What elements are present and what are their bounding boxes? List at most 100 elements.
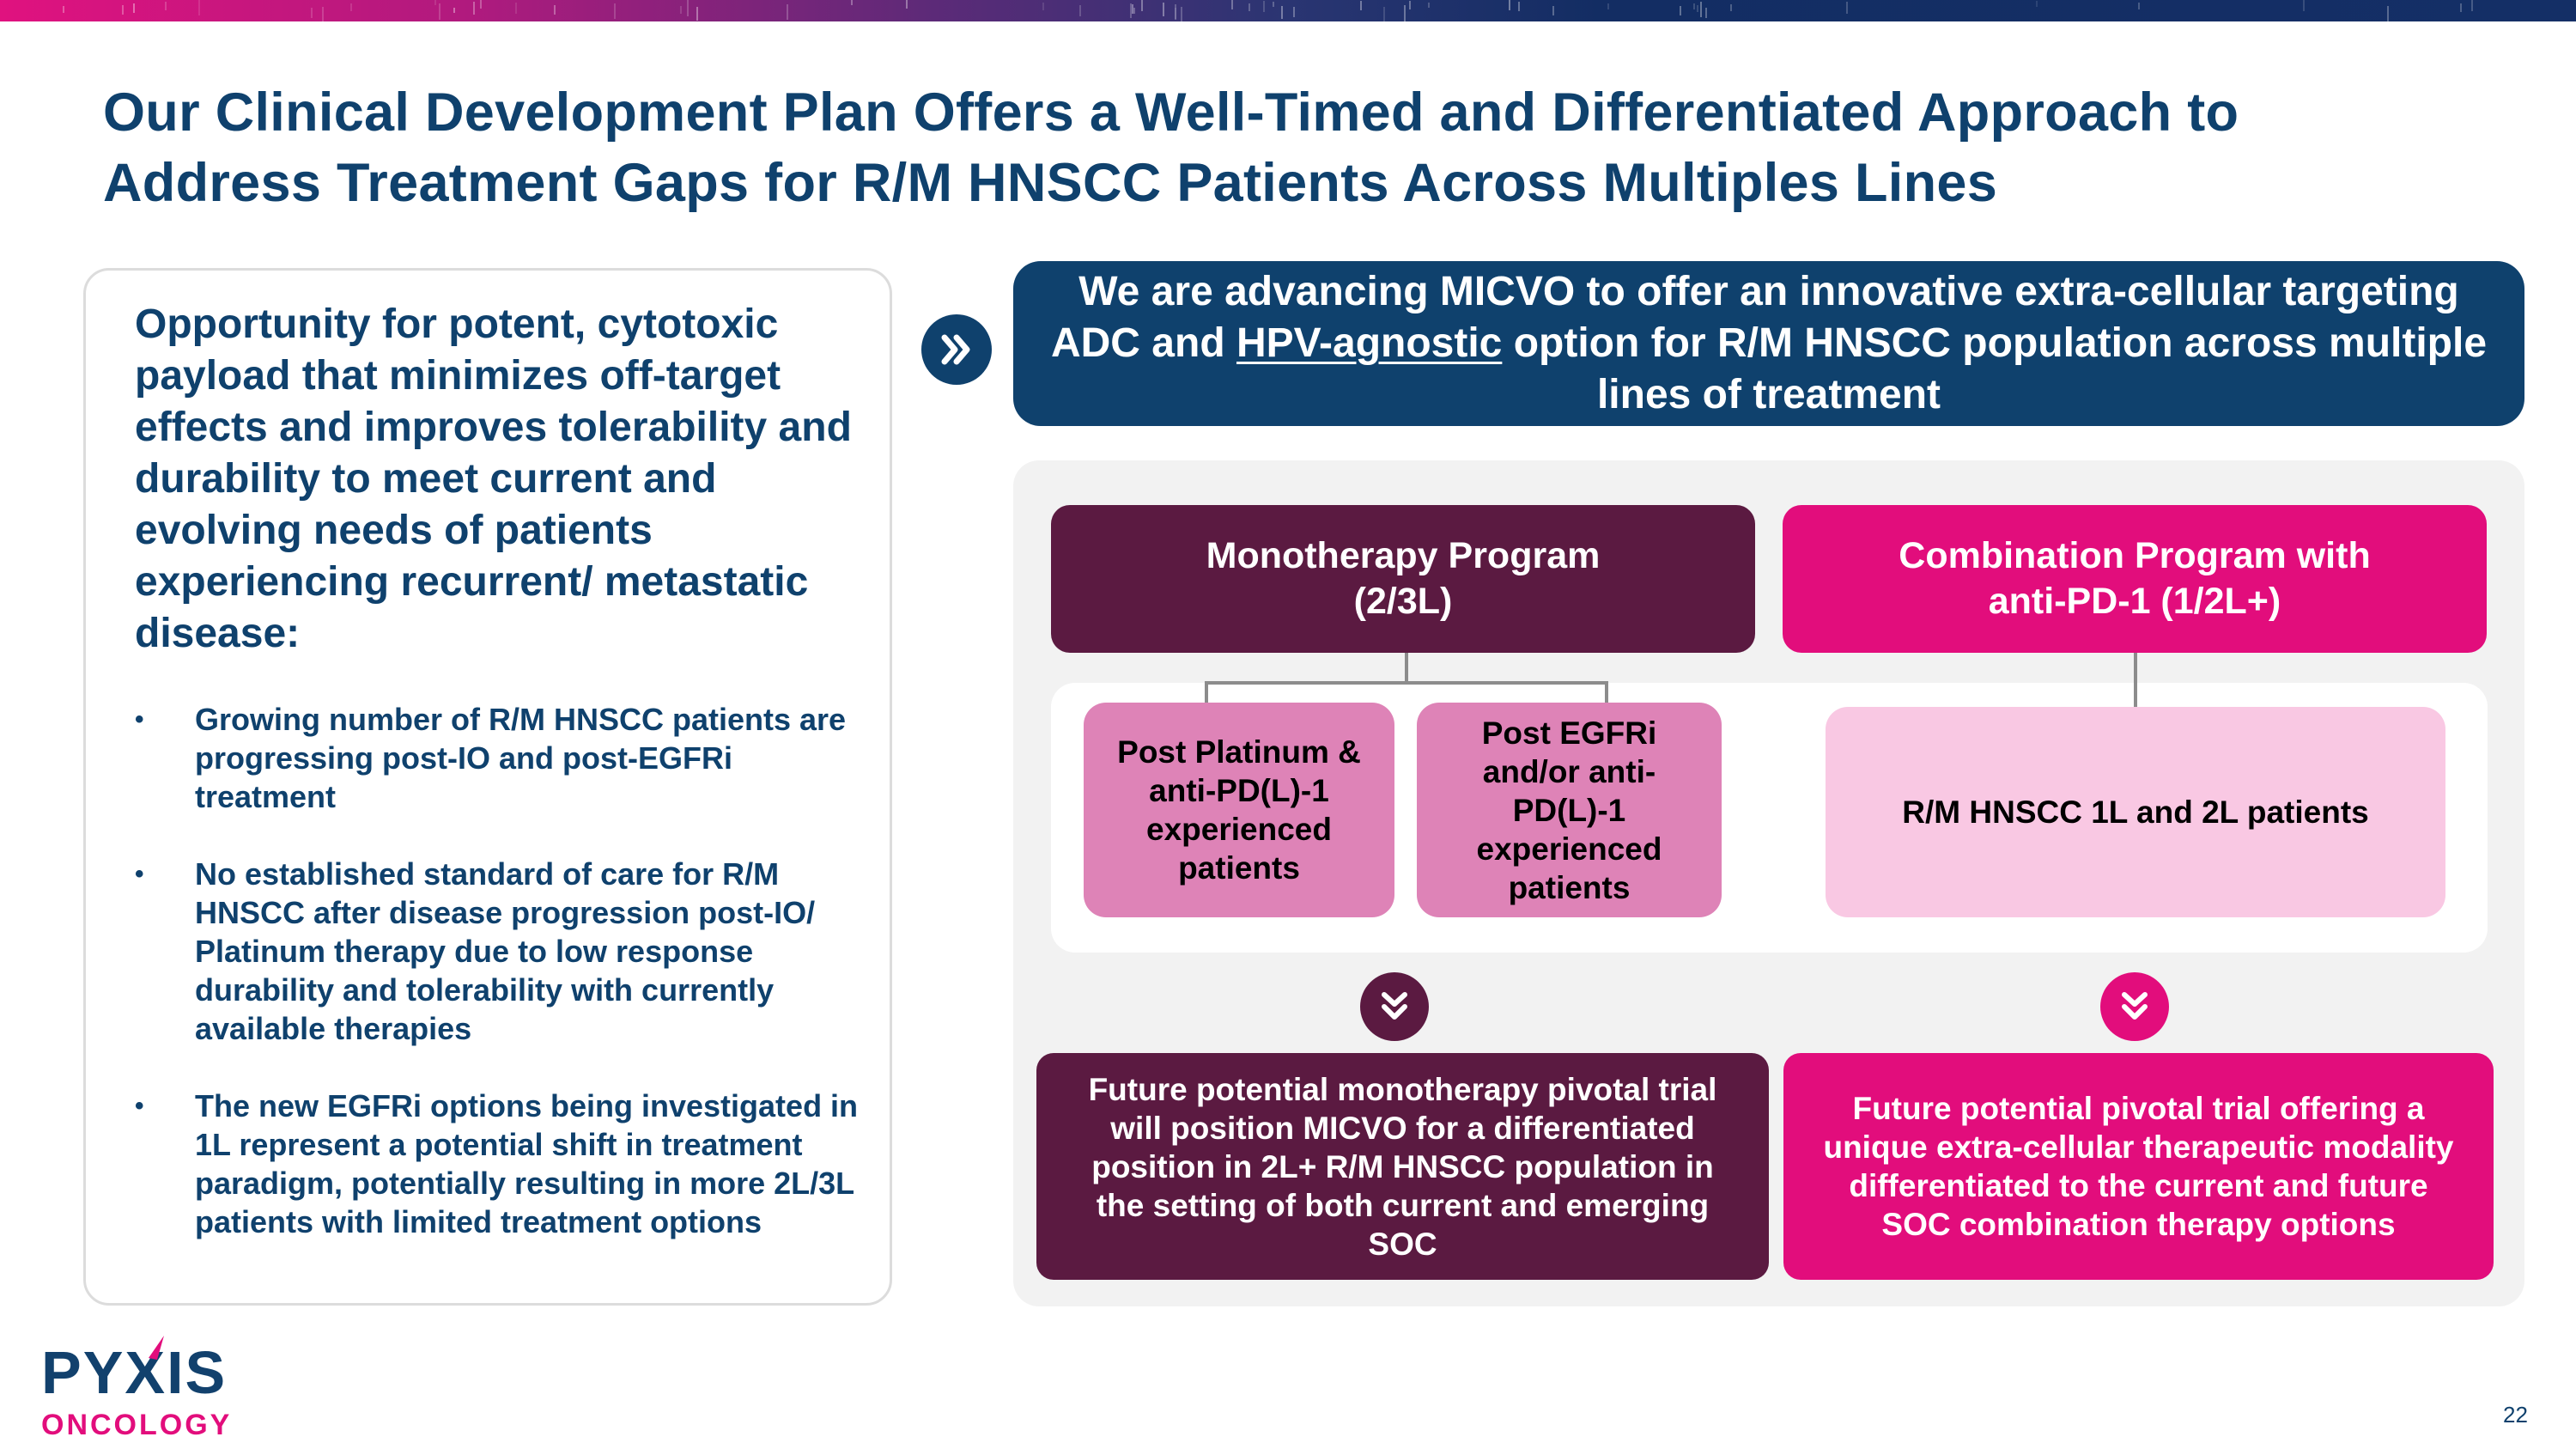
bullet-text: The new EGFRi options being investigated… <box>195 1088 859 1239</box>
band-streak <box>1680 6 1681 15</box>
post-platinum-patients-box: Post Platinum & anti-PD(L)-1 experienced… <box>1084 703 1394 917</box>
band-streak <box>63 6 64 13</box>
post-platinum-patients-text: Post Platinum & anti-PD(L)-1 experienced… <box>1117 734 1361 886</box>
band-streak <box>1163 3 1164 16</box>
band-streak <box>480 0 482 9</box>
band-streak <box>350 3 352 11</box>
band-streak <box>1360 1 1362 10</box>
connector-line <box>1405 653 1408 684</box>
band-streak <box>614 3 616 19</box>
combination-program-title: Combination Program with <box>1899 535 2371 576</box>
page-title-line-1: Our Clinical Development Plan Offers a W… <box>103 82 2239 143</box>
post-egfri-patients-box: Post EGFRi and/or anti-PD(L)-1 experienc… <box>1417 703 1722 917</box>
band-streak <box>2138 3 2140 9</box>
band-streak <box>696 7 698 21</box>
band-streak <box>2036 1 2038 7</box>
band-streak <box>1263 1 1265 12</box>
monotherapy-program-box: Monotherapy Program (2/3L) <box>1051 505 1755 653</box>
double-chevron-down-icon <box>1360 972 1429 1041</box>
band-streak <box>2460 3 2462 12</box>
post-egfri-patients-text: Post EGFRi and/or anti-PD(L)-1 experienc… <box>1476 715 1662 905</box>
band-streak <box>322 7 324 21</box>
page-number: 22 <box>2503 1402 2528 1428</box>
monotherapy-outcome-text: Future potential monotherapy pivotal tri… <box>1088 1071 1717 1262</box>
banner-text-end: option for R/M HNSCC population across m… <box>1502 320 2488 417</box>
band-streak <box>1700 2 1702 17</box>
band-streak <box>2387 6 2389 21</box>
logo-text-prefix: PY <box>41 1339 125 1406</box>
band-streak <box>1293 7 1295 17</box>
band-streak <box>1509 0 1510 10</box>
combination-program-subtitle: anti-PD-1 (1/2L+) <box>1988 581 2281 622</box>
band-streak <box>906 0 908 9</box>
band-streak <box>439 3 440 20</box>
band-streak <box>1693 3 1695 9</box>
bullet-dot-icon: • <box>135 1092 144 1120</box>
band-streak <box>473 2 475 15</box>
monotherapy-program-subtitle: (2/3L) <box>1353 581 1453 622</box>
banner-underlined-term: HPV-agnostic <box>1236 320 1503 366</box>
band-streak <box>1428 3 1430 8</box>
connector-line <box>1205 681 1208 703</box>
bullet-item: •Growing number of R/M HNSCC patients ar… <box>135 700 873 816</box>
band-streak <box>787 4 788 20</box>
band-streak <box>851 0 853 5</box>
connector-line <box>1205 681 1608 685</box>
band-streak <box>311 8 313 18</box>
band-streak <box>680 6 682 14</box>
logo-text-suffix: IS <box>167 1339 228 1406</box>
combination-outcome-box: Future potential pivotal trial offering … <box>1783 1053 2494 1280</box>
logo-subtitle: ONCOLOGY <box>41 1409 233 1441</box>
combination-outcome-text: Future potential pivotal trial offering … <box>1823 1091 2454 1242</box>
band-streak <box>1846 2 1848 14</box>
bullet-dot-icon: • <box>135 705 144 734</box>
logo-compass-x: X <box>125 1336 167 1403</box>
rm-hnscc-1l-2l-patients-box: R/M HNSCC 1L and 2L patients <box>1826 707 2445 917</box>
band-streak <box>1409 1 1411 9</box>
band-streak <box>1133 8 1135 14</box>
band-streak <box>1730 4 1732 11</box>
band-streak <box>1042 3 1044 10</box>
micvo-banner: We are advancing MICVO to offer an innov… <box>1013 261 2524 426</box>
band-streak <box>2303 0 2305 11</box>
band-streak <box>1181 7 1182 21</box>
bullet-text: No established standard of care for R/M … <box>195 856 816 1046</box>
band-streak <box>515 3 517 14</box>
double-chevron-down-icon <box>2100 972 2169 1041</box>
band-streak <box>453 8 455 13</box>
rm-hnscc-1l-2l-patients-text: R/M HNSCC 1L and 2L patients <box>1902 795 2369 830</box>
banner-text: We are advancing MICVO to offer an innov… <box>1039 266 2499 421</box>
connector-line <box>1605 681 1608 703</box>
monotherapy-program-title: Monotherapy Program <box>1206 535 1601 576</box>
band-streak <box>1607 3 1609 9</box>
band-streak <box>1231 0 1233 9</box>
header-gradient-band <box>0 0 2576 21</box>
pyxis-oncology-logo: PY X IS ONCOLOGY <box>41 1336 233 1442</box>
band-streak <box>1175 4 1176 20</box>
band-streak <box>1404 5 1406 21</box>
logo-wordmark: PY X IS <box>41 1336 232 1406</box>
band-streak <box>1518 2 1520 11</box>
band-streak <box>1383 7 1385 21</box>
band-streak <box>1130 3 1132 18</box>
band-streak <box>122 5 124 15</box>
band-streak <box>133 3 135 13</box>
band-streak <box>554 5 556 15</box>
compass-needle-icon <box>149 1336 165 1360</box>
band-streak <box>1079 5 1081 16</box>
band-streak <box>1273 2 1274 7</box>
page-title: Our Clinical Development Plan Offers a W… <box>103 77 2507 218</box>
band-streak <box>165 2 167 10</box>
opportunity-bullet-list: •Growing number of R/M HNSCC patients ar… <box>135 700 873 1280</box>
banner-text-start: We are advancing MICVO to offer an innov… <box>1050 269 2459 366</box>
band-streak <box>1552 6 1554 15</box>
double-chevron-right-icon <box>921 314 992 385</box>
band-streak <box>1249 3 1250 11</box>
band-streak <box>1132 4 1133 14</box>
band-streak <box>687 0 689 16</box>
opportunity-heading: Opportunity for potent, cytotoxic payloa… <box>135 301 852 656</box>
band-streak <box>434 0 436 5</box>
bullet-item: • The new EGFRi options being investigate… <box>135 1087 873 1241</box>
band-streak <box>198 0 200 15</box>
page-title-line-2: Address Treatment Gaps for R/M HNSCC Pat… <box>103 153 1998 213</box>
